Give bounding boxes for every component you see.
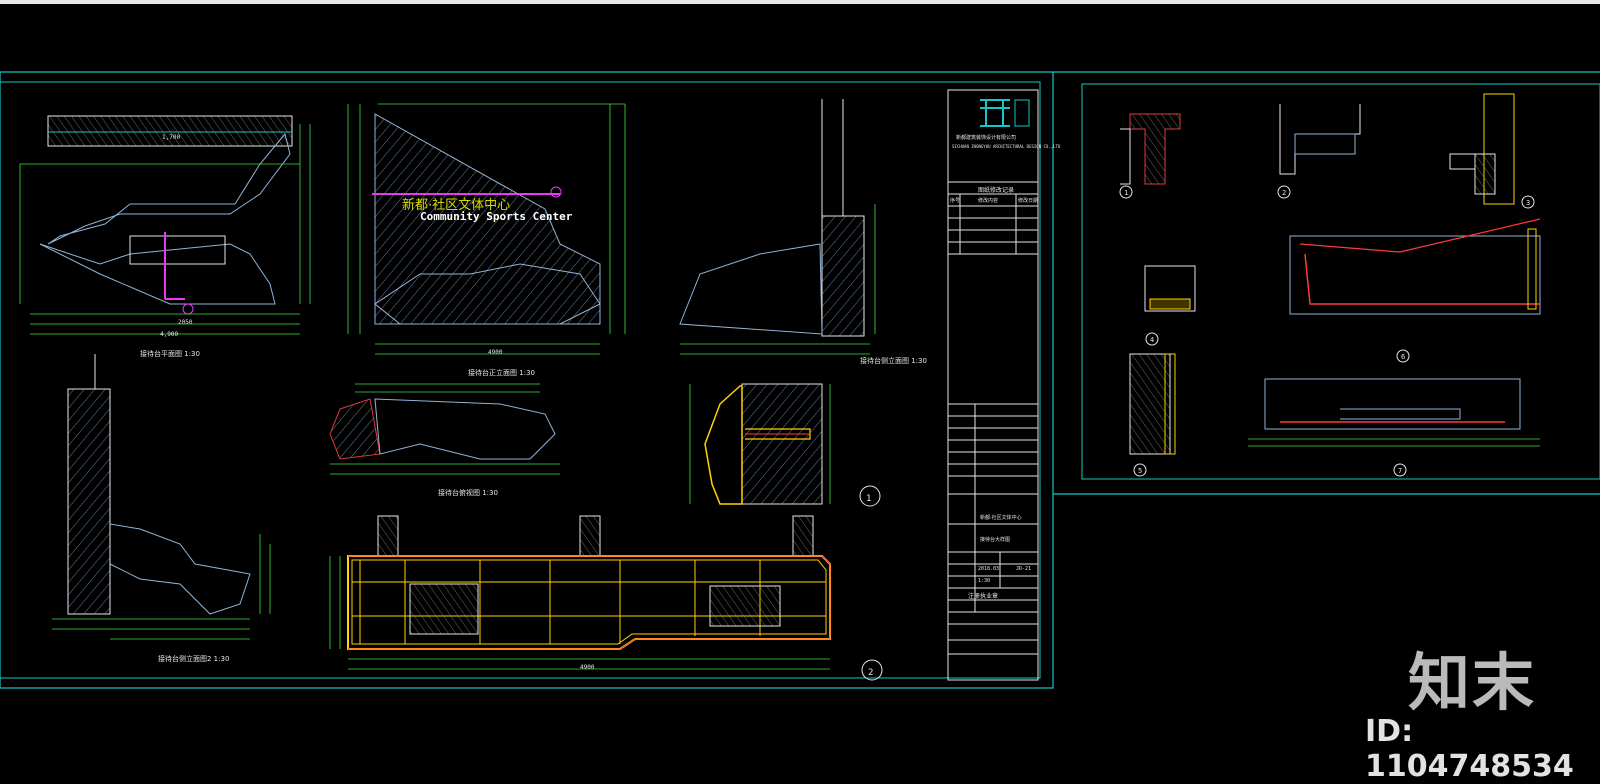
label-side-elevation-2: 接待台侧立面图2 1:30	[158, 655, 230, 663]
label-front-elevation: 接待台正立面图 1:30	[468, 369, 535, 377]
front-dim-bottom: 4900	[488, 349, 503, 356]
title-block	[947, 89, 1039, 681]
top-bar	[0, 0, 1600, 4]
col-date: 修改日期	[1018, 198, 1039, 204]
col-content: 修改内容	[978, 198, 999, 204]
sign-title-en: Community Sports Center	[420, 210, 573, 223]
watermark-logo: 知末	[1408, 646, 1537, 719]
side-elevation-2	[52, 354, 271, 640]
detail-1-label: 1	[1124, 189, 1129, 197]
sign-title-cn: 新都·社区文体中心	[402, 198, 511, 213]
company-name-en: SICHUAN ZHONGYOU ARCHITECTURAL DESIGN CO…	[952, 144, 1061, 149]
label-top-view: 接待台俯视图 1:30	[438, 489, 498, 497]
detail-3-label: 3	[1526, 199, 1531, 207]
section-1	[689, 383, 881, 507]
cad-drawing	[0, 71, 1600, 689]
registration-stamp: 注册执业章	[968, 593, 999, 600]
drawing-name: 接待台大样图	[980, 537, 1011, 543]
watermark-id: ID: 1104748534	[1365, 714, 1574, 784]
sheet-frame-right	[1053, 71, 1600, 495]
cad-canvas[interactable]: 新都·社区文体中心 Community Sports Center 接待台平面图…	[0, 4, 1600, 784]
detail-4-label: 4	[1150, 336, 1155, 344]
detail-drawings	[1119, 93, 1541, 477]
col-seq: 序号	[950, 198, 961, 204]
label-side-elevation: 接待台侧立面图 1:30	[860, 357, 927, 365]
label-plan: 接待台平面图 1:30	[140, 350, 200, 358]
plan-dim-top: 1,700	[162, 134, 181, 141]
detail-5-label: 5	[1138, 467, 1143, 475]
drawing-scale: 1:30	[978, 578, 991, 584]
section2-dim-bottom: 4900	[580, 664, 595, 671]
project-name: 新都·社区文体中心	[980, 515, 1022, 521]
detail-7-label: 7	[1398, 467, 1403, 475]
marker-2: 2	[868, 668, 874, 678]
marker-1: 1	[866, 494, 872, 504]
company-logo	[980, 99, 1030, 127]
side-elevation	[679, 99, 876, 355]
detail-2-label: 2	[1282, 189, 1287, 197]
company-name-cn: 新都建筑装饰设计有限公司	[956, 135, 1017, 141]
top-view	[329, 383, 560, 475]
plan-view	[19, 115, 311, 335]
change-record-header: 图纸修改记录	[978, 187, 1015, 194]
plan-dim-mid: 2050	[178, 319, 193, 326]
detail-6-label: 6	[1401, 353, 1406, 361]
drawing-date: 2018.03	[978, 566, 1000, 572]
sheet-frame-left	[0, 71, 1054, 689]
sheet-number: JD-21	[1016, 566, 1032, 572]
section-2	[329, 515, 883, 681]
front-elevation	[347, 103, 626, 355]
plan-dim-bottom: 4,900	[160, 331, 179, 338]
